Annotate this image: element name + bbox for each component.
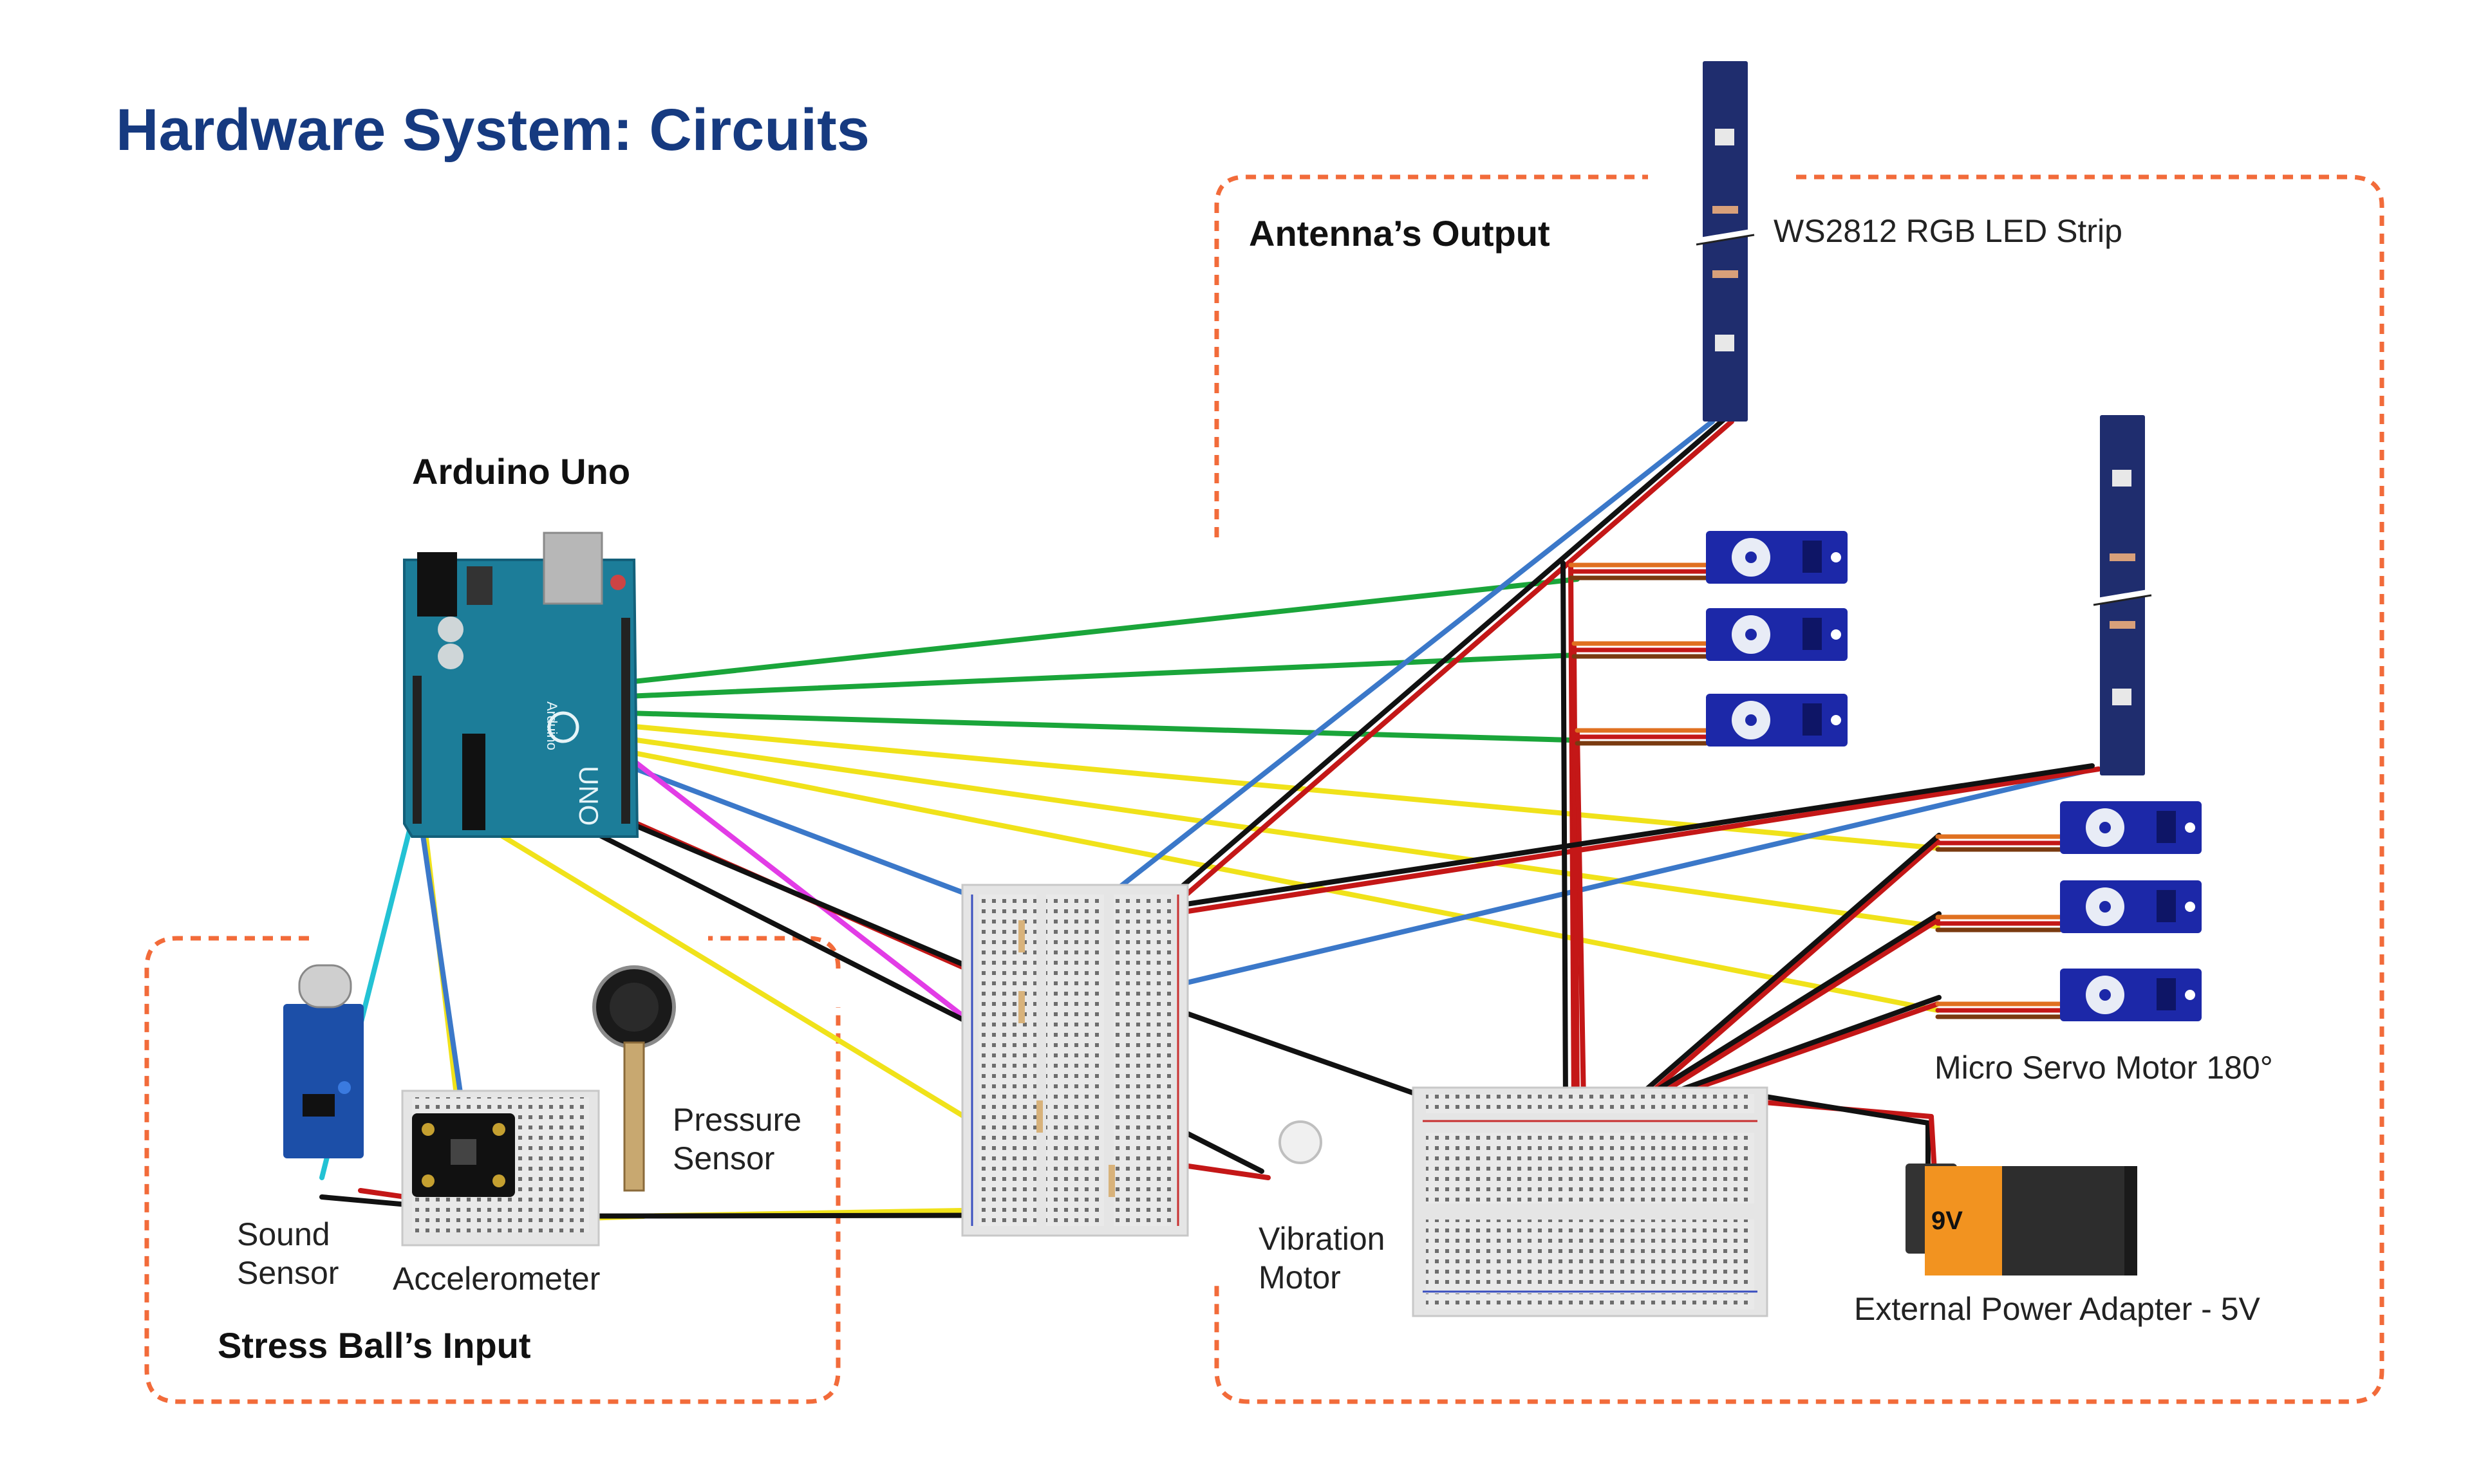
breadboard-center	[961, 884, 1189, 1237]
sound-sensor-label-line2: Sensor	[237, 1255, 339, 1291]
arduino-brand-text: Arduino	[544, 701, 560, 750]
servo-motors	[1706, 531, 2202, 1021]
accelerometer-label: Accelerometer	[393, 1261, 601, 1297]
antenna-output-border	[1214, 174, 2384, 1404]
vibration-motor-part	[1278, 1120, 1322, 1164]
sound-sensor-module	[283, 964, 364, 1158]
led-strip-label: WS2812 RGB LED Strip	[1774, 213, 2122, 249]
pressure-sensor-label-line2: Sensor	[673, 1140, 775, 1176]
servo-2	[1706, 608, 1848, 661]
servo-label: Micro Servo Motor 180°	[1934, 1050, 2273, 1086]
stress-ball-input-border	[144, 936, 841, 1404]
servo-6	[2060, 969, 2202, 1021]
vibration-motor-label-line1: Vibration	[1259, 1221, 1385, 1257]
vibration-motor-label: Vibration Motor	[1259, 1220, 1385, 1297]
arduino-label: Arduino Uno	[412, 451, 631, 492]
led-strip-top	[1696, 61, 1755, 422]
accelerometer-module	[412, 1113, 515, 1197]
pressure-sensor-module	[592, 965, 676, 1192]
battery: 9V	[1906, 1164, 2137, 1275]
arduino-logo-text: UNO	[574, 766, 604, 826]
servo-4	[2060, 801, 2202, 854]
sound-sensor-label: Sound Sensor	[237, 1215, 339, 1292]
battery-label: 9V	[1931, 1207, 1963, 1235]
servo-3	[1706, 694, 1848, 747]
servo-wires-right	[1935, 834, 2063, 1019]
servo-1	[1706, 531, 1848, 584]
stress-ball-input-label: Stress Ball’s Input	[218, 1325, 531, 1366]
sound-sensor-label-line1: Sound	[237, 1216, 330, 1252]
arduino-board: UNO Arduino	[403, 532, 639, 838]
antenna-output-label: Antenna’s Output	[1249, 213, 1550, 254]
led-strip-right	[2093, 415, 2152, 775]
arduino-logo: UNO Arduino	[544, 701, 604, 826]
servo-wires-top	[1568, 562, 1709, 746]
power-adapter-label: External Power Adapter - 5V	[1854, 1291, 2260, 1327]
servo-5	[2060, 880, 2202, 933]
vibration-motor-label-line2: Motor	[1259, 1259, 1341, 1295]
page-title: Hardware System: Circuits	[116, 97, 870, 163]
pressure-sensor-label-line1: Pressure	[673, 1102, 802, 1138]
breadboard-power	[1412, 1086, 1768, 1317]
pressure-sensor-label: Pressure Sensor	[673, 1100, 801, 1178]
